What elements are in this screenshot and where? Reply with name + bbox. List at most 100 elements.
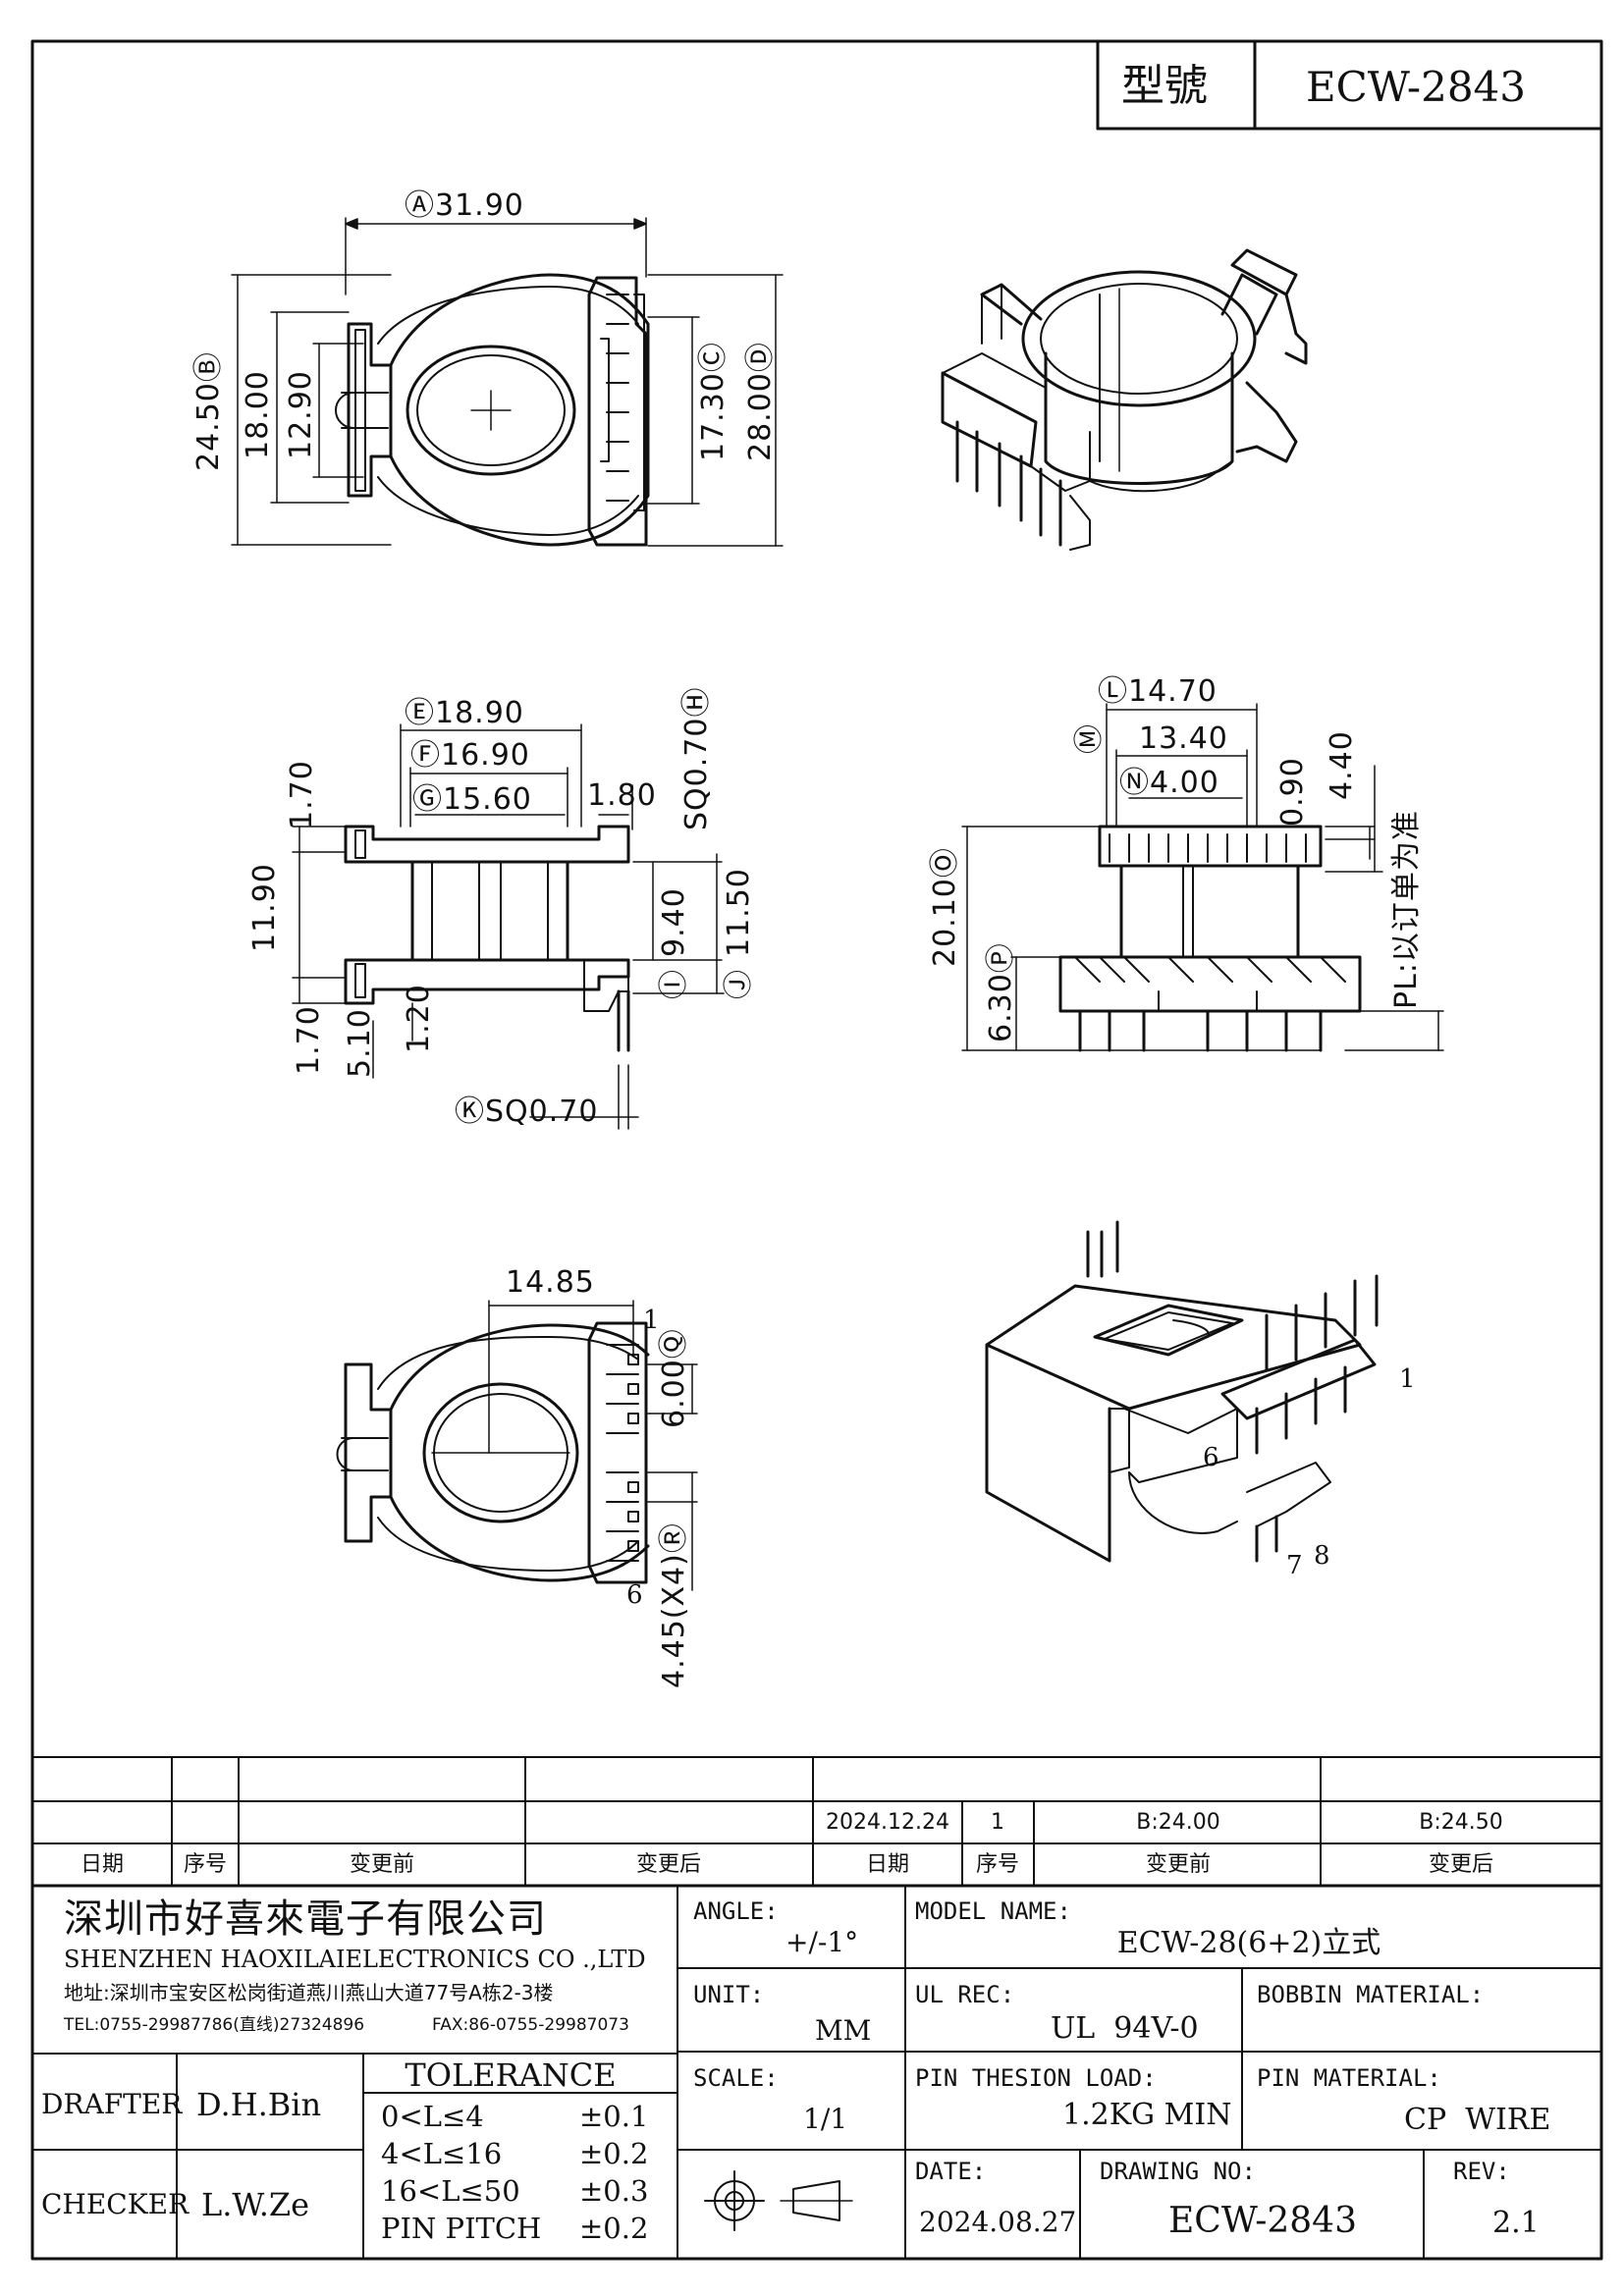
iso-pin-1: 1 (1399, 1364, 1416, 1394)
scale-label: SCALE: (693, 2064, 779, 2092)
unit-value: MM (815, 2014, 872, 2047)
rev-before-2: B:24.00 (1136, 1810, 1220, 1835)
model-name-value: ECW-28(6+2)立式 (1116, 1926, 1381, 1960)
dim-1-70-bot: 1.70 (292, 1005, 326, 1075)
dim-c: 17.30Ⓒ (696, 342, 731, 461)
drafter-value: D.H.Bin (196, 2086, 322, 2123)
drawing-no-value: ECW-2843 (1168, 2201, 1357, 2241)
dim-0-90: 0.90 (1275, 757, 1310, 827)
side-view (344, 825, 630, 1052)
dim-e: Ⓔ18.90 (405, 696, 524, 730)
dim-h: SQ0.70Ⓗ (679, 686, 714, 830)
company-address: 地址:深圳市宝安区松岗街道燕川燕山大道77号A栋2-3楼 (64, 1981, 554, 2004)
dim-b-height: 24.50Ⓑ (191, 351, 226, 471)
iso-pin-6: 6 (1203, 1443, 1219, 1472)
bobbin-material-label: BOBBIN MATERIAL: (1257, 1981, 1485, 2008)
iso-pin-7: 7 (1286, 1551, 1303, 1580)
dim-g: Ⓖ15.60 (412, 782, 532, 817)
rev-date-2: 2024.12.24 (826, 1810, 949, 1835)
dim-18: 18.00 (241, 370, 275, 459)
tolerance-row-3-range: PIN PITCH (381, 2212, 542, 2245)
header-model-label: 型號 (1121, 61, 1208, 111)
dim-9-40: 9.40 (657, 887, 691, 957)
tolerance-row-2-range: 16<L≤50 (381, 2174, 520, 2208)
rev-after-2: B:24.50 (1419, 1810, 1503, 1835)
dim-f: Ⓕ16.90 (410, 738, 530, 773)
drafter-label: DRAFTER (41, 2088, 183, 2120)
dim-1-80: 1.80 (587, 778, 657, 813)
pin-label-1: 1 (643, 1306, 660, 1335)
company-fax: FAX:86-0755-29987073 (432, 2015, 629, 2035)
dim-14-85: 14.85 (506, 1265, 595, 1300)
dim-o: 20.10Ⓞ (928, 847, 962, 967)
header-model-box (1096, 39, 1603, 131)
front-view (1058, 825, 1362, 1052)
tolerance-row-3-value: ±0.2 (579, 2212, 649, 2245)
checker-label: CHECKER (41, 2188, 189, 2220)
dim-4-40: 4.40 (1325, 730, 1359, 800)
tolerance-row-1-range: 4<L≤16 (381, 2137, 503, 2170)
rev-header-seq-2: 序号 (975, 1852, 1020, 1877)
iso-view-bottom (985, 1220, 1379, 1563)
iso-view-top (941, 248, 1308, 551)
rev-header-date-2: 日期 (865, 1852, 910, 1877)
top-view (335, 273, 650, 547)
drawing-no-label: DRAWING NO: (1100, 2158, 1256, 2185)
bottom-view (336, 1321, 650, 1584)
pin-material-label: PIN MATERIAL: (1257, 2064, 1441, 2092)
rev-header-date: 日期 (80, 1852, 125, 1877)
projection-symbol (704, 2170, 853, 2231)
ul-rec-label: UL REC: (915, 1981, 1015, 2008)
model-name-label: MODEL NAME: (915, 1897, 1071, 1925)
tolerance-row-0-range: 0<L≤4 (381, 2100, 484, 2133)
bottom-view-dims (431, 1300, 698, 1591)
dim-q: 6.00Ⓠ (657, 1328, 691, 1428)
dim-12-90: 12.90 (284, 370, 318, 459)
checker-value: L.W.Ze (201, 2186, 310, 2223)
rev-value: 2.1 (1492, 2206, 1540, 2240)
date-value: 2024.08.27 (919, 2206, 1077, 2238)
pin-load-label: PIN THESION LOAD: (915, 2064, 1157, 2092)
dim-i: Ⓘ (657, 969, 691, 999)
dim-j: Ⓙ (722, 969, 756, 999)
rev-header-before: 变更前 (349, 1852, 415, 1877)
title-block (31, 1885, 1602, 2260)
rev-label: REV: (1453, 2158, 1510, 2185)
dim-a-width: Ⓐ31.90 (405, 188, 524, 223)
dim-11-90: 11.90 (247, 863, 282, 952)
pin-load-value: 1.2KG MIN (1062, 2098, 1232, 2132)
tolerance-row-0-value: ±0.1 (579, 2100, 649, 2133)
rev-seq-2: 1 (991, 1810, 1004, 1835)
header-model-value: ECW-2843 (1306, 63, 1526, 111)
top-view-dims (231, 217, 784, 547)
ul-rec-value: UL 94V-0 (1051, 2011, 1199, 2046)
company-name-en: SHENZHEN HAOXILAIELECTRONICS CO .,LTD (64, 1946, 646, 1973)
angle-value: +/-1° (785, 1926, 859, 1958)
company-name-cn: 深圳市好喜來電子有限公司 (64, 1896, 547, 1942)
unit-label: UNIT: (693, 1981, 765, 2008)
dim-l: Ⓛ14.70 (1098, 674, 1218, 709)
company-tel: TEL:0755-29987786(直线)27324896 (64, 2015, 365, 2035)
dim-k: ⓀSQ0.70 (455, 1095, 599, 1129)
tolerance-title: TOLERANCE (405, 2056, 617, 2094)
dim-13-40: 13.40 (1139, 721, 1228, 756)
dim-5-10: 5.10 (343, 1008, 377, 1078)
dim-r: 4.45(X4)Ⓡ (657, 1522, 691, 1688)
tolerance-row-2-value: ±0.3 (579, 2174, 649, 2208)
date-label: DATE: (915, 2158, 987, 2185)
rev-header-seq: 序号 (183, 1852, 228, 1877)
dim-d: 28.00Ⓓ (743, 342, 778, 461)
tolerance-row-1-value: ±0.2 (579, 2137, 649, 2170)
revision-table (30, 1756, 1603, 1888)
pin-label-6: 6 (626, 1580, 643, 1610)
pl-note: PL:以订单为准 (1389, 810, 1424, 1009)
sheet-border (30, 39, 1603, 2261)
angle-label: ANGLE: (693, 1897, 779, 1925)
rev-header-after-2: 变更后 (1428, 1852, 1494, 1877)
pin-material-value: CP WIRE (1404, 2103, 1551, 2137)
dim-n: Ⓝ4.00 (1119, 766, 1219, 800)
dim-p: 6.30Ⓟ (984, 942, 1018, 1042)
front-view-dims (961, 703, 1444, 1051)
side-view-dims (292, 723, 725, 1130)
